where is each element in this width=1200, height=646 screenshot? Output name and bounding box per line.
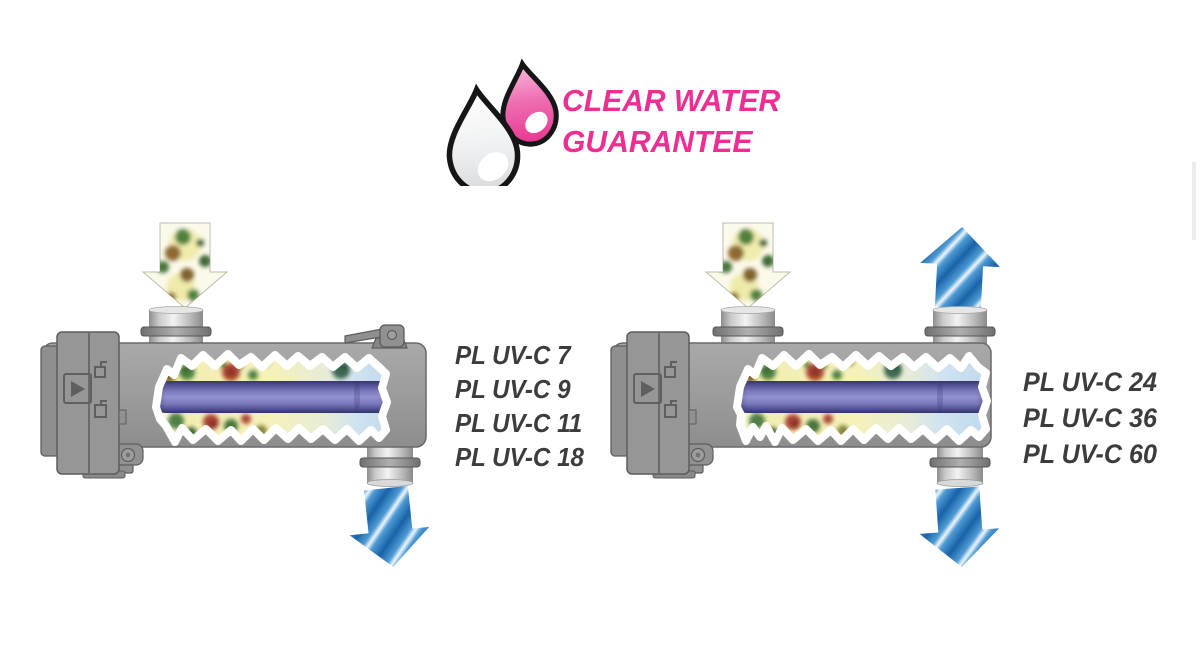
logo-title-line1: CLEAR WATER bbox=[562, 83, 781, 118]
uv-clarifier-small-illustration bbox=[40, 222, 430, 567]
warning-label-icon bbox=[633, 373, 662, 404]
water-droplets-logo bbox=[446, 58, 559, 186]
torn-edge bbox=[152, 350, 391, 446]
cable-clip-icon bbox=[94, 361, 107, 418]
mounting-bracket-icon bbox=[344, 324, 408, 349]
outlet-port bbox=[359, 445, 421, 487]
logo-title-line2: GUARANTEE bbox=[562, 124, 753, 159]
cable-clip-icon bbox=[664, 361, 677, 418]
model-label: PL UV-C 11 bbox=[455, 408, 583, 438]
ballast-end-cap bbox=[610, 331, 714, 479]
model-label: PL UV-C 36 bbox=[1023, 403, 1157, 433]
uv-lamp bbox=[737, 381, 987, 413]
cutaway-window bbox=[152, 350, 391, 446]
cropped-edge-artifact bbox=[1192, 162, 1196, 240]
white-droplet-icon bbox=[446, 83, 521, 186]
model-list-small-units: PL UV-C 7 PL UV-C 9 PL UV-C 11 PL UV-C 1… bbox=[455, 338, 584, 474]
model-list-large-units: PL UV-C 24 PL UV-C 36 PL UV-C 60 bbox=[1023, 364, 1157, 472]
model-label: PL UV-C 7 bbox=[455, 340, 571, 370]
warning-label-icon bbox=[63, 373, 92, 404]
clean-water-down-arrow-icon bbox=[349, 485, 430, 567]
uv-lamp bbox=[156, 381, 387, 413]
outlet-port-bottom bbox=[929, 445, 991, 487]
model-label: PL UV-C 60 bbox=[1023, 439, 1157, 469]
cutaway-window bbox=[733, 350, 991, 446]
dirty-water-down-arrow-icon bbox=[141, 222, 229, 309]
clean-water-up-arrow-icon bbox=[920, 227, 1001, 310]
model-label: PL UV-C 18 bbox=[455, 442, 585, 472]
model-label: PL UV-C 9 bbox=[455, 374, 571, 404]
uv-clarifier-large-illustration bbox=[610, 222, 1001, 567]
torn-edge bbox=[733, 350, 991, 446]
model-label: PL UV-C 24 bbox=[1023, 367, 1157, 397]
ballast-end-cap bbox=[40, 331, 144, 479]
logo-title: CLEAR WATER GUARANTEE bbox=[562, 80, 780, 162]
pink-droplet-icon bbox=[500, 58, 559, 147]
clean-water-down-arrow-icon bbox=[919, 486, 1000, 567]
dirty-water-down-arrow-icon bbox=[704, 222, 792, 309]
